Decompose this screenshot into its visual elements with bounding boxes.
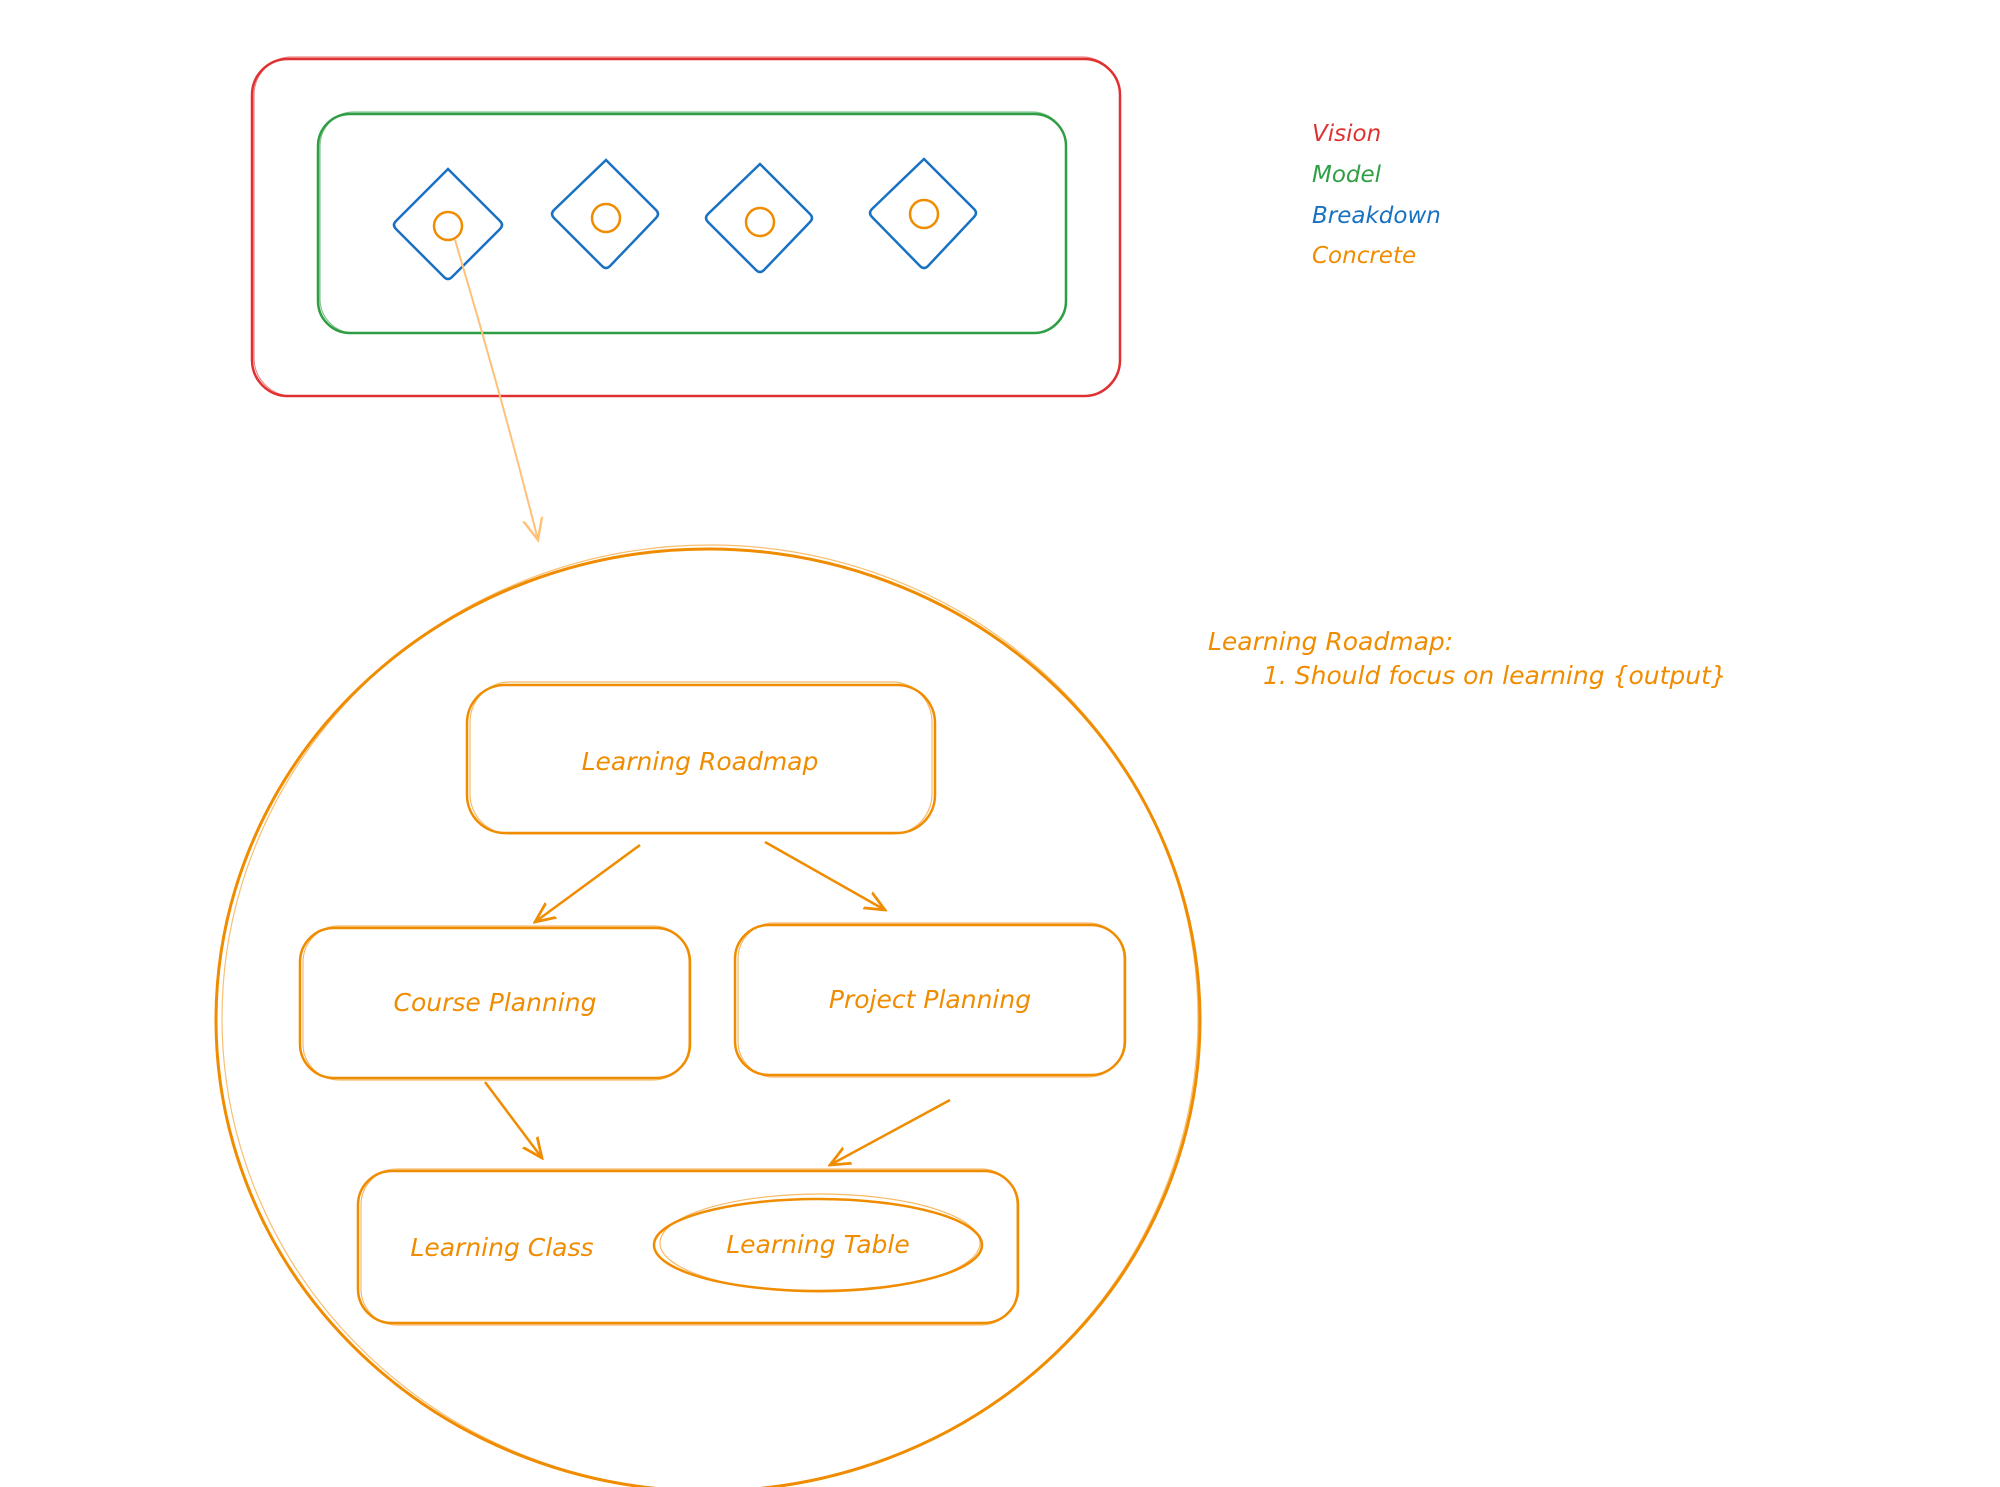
breakdown-diamond-icon [704, 162, 814, 274]
breakdown-node-4 [868, 157, 978, 270]
learning-class-node-sketch [360, 1168, 1018, 1326]
notes-item-1: 1. Should focus on learning {output} [1263, 661, 1727, 690]
learning-class-node [356, 1169, 1020, 1325]
concrete-circle-icon [432, 210, 464, 242]
course-planning-label: Course Planning [394, 988, 597, 1017]
learning-table-node [652, 1197, 984, 1293]
learning-table-node-sketch [659, 1193, 981, 1293]
breakdown-diamond-icon [868, 157, 978, 270]
breakdown-diamond-icon [550, 158, 660, 270]
model-frame-sketch [319, 111, 1067, 334]
project-planning-node-sketch [737, 922, 1125, 1078]
arrow-roadmap-to-course [535, 843, 641, 922]
legend-vision: Vision [1312, 121, 1381, 147]
notes-title: Learning Roadmap: [1208, 627, 1453, 656]
legend-model: Model [1312, 162, 1382, 188]
learning-class-label: Learning Class [410, 1233, 593, 1262]
breakdown-node-1 [392, 167, 504, 281]
breakdown-node-3 [704, 162, 814, 274]
concrete-zoom-circle [214, 547, 1202, 1487]
learning-roadmap-label: Learning Roadmap [582, 747, 819, 776]
vision-frame-sketch [253, 56, 1121, 397]
course-planning-node [298, 926, 692, 1080]
project-planning-label: Project Planning [829, 985, 1031, 1014]
learning-table-label: Learning Table [726, 1230, 910, 1259]
learning-roadmap-node [465, 683, 937, 835]
breakdown-diamond-icon [392, 167, 504, 281]
concrete-circle-icon [590, 202, 622, 234]
concrete-zoom-circle-sketch [221, 544, 1199, 1487]
legend-breakdown: Breakdown [1312, 203, 1441, 229]
learning-roadmap-node-sketch [469, 681, 933, 835]
breakdown-node-2 [550, 158, 660, 270]
legend-concrete: Concrete [1312, 243, 1416, 269]
zoom-connector-arrow [454, 239, 538, 540]
concrete-circle-icon [744, 206, 776, 238]
concrete-circle-icon [908, 198, 940, 230]
arrow-course-to-class [484, 1081, 542, 1158]
model-frame [316, 112, 1068, 335]
arrow-project-to-class [830, 1098, 951, 1165]
vision-frame [250, 57, 1122, 398]
arrow-roadmap-to-project [764, 840, 885, 910]
course-planning-node-sketch [302, 925, 690, 1081]
project-planning-node [733, 923, 1127, 1077]
